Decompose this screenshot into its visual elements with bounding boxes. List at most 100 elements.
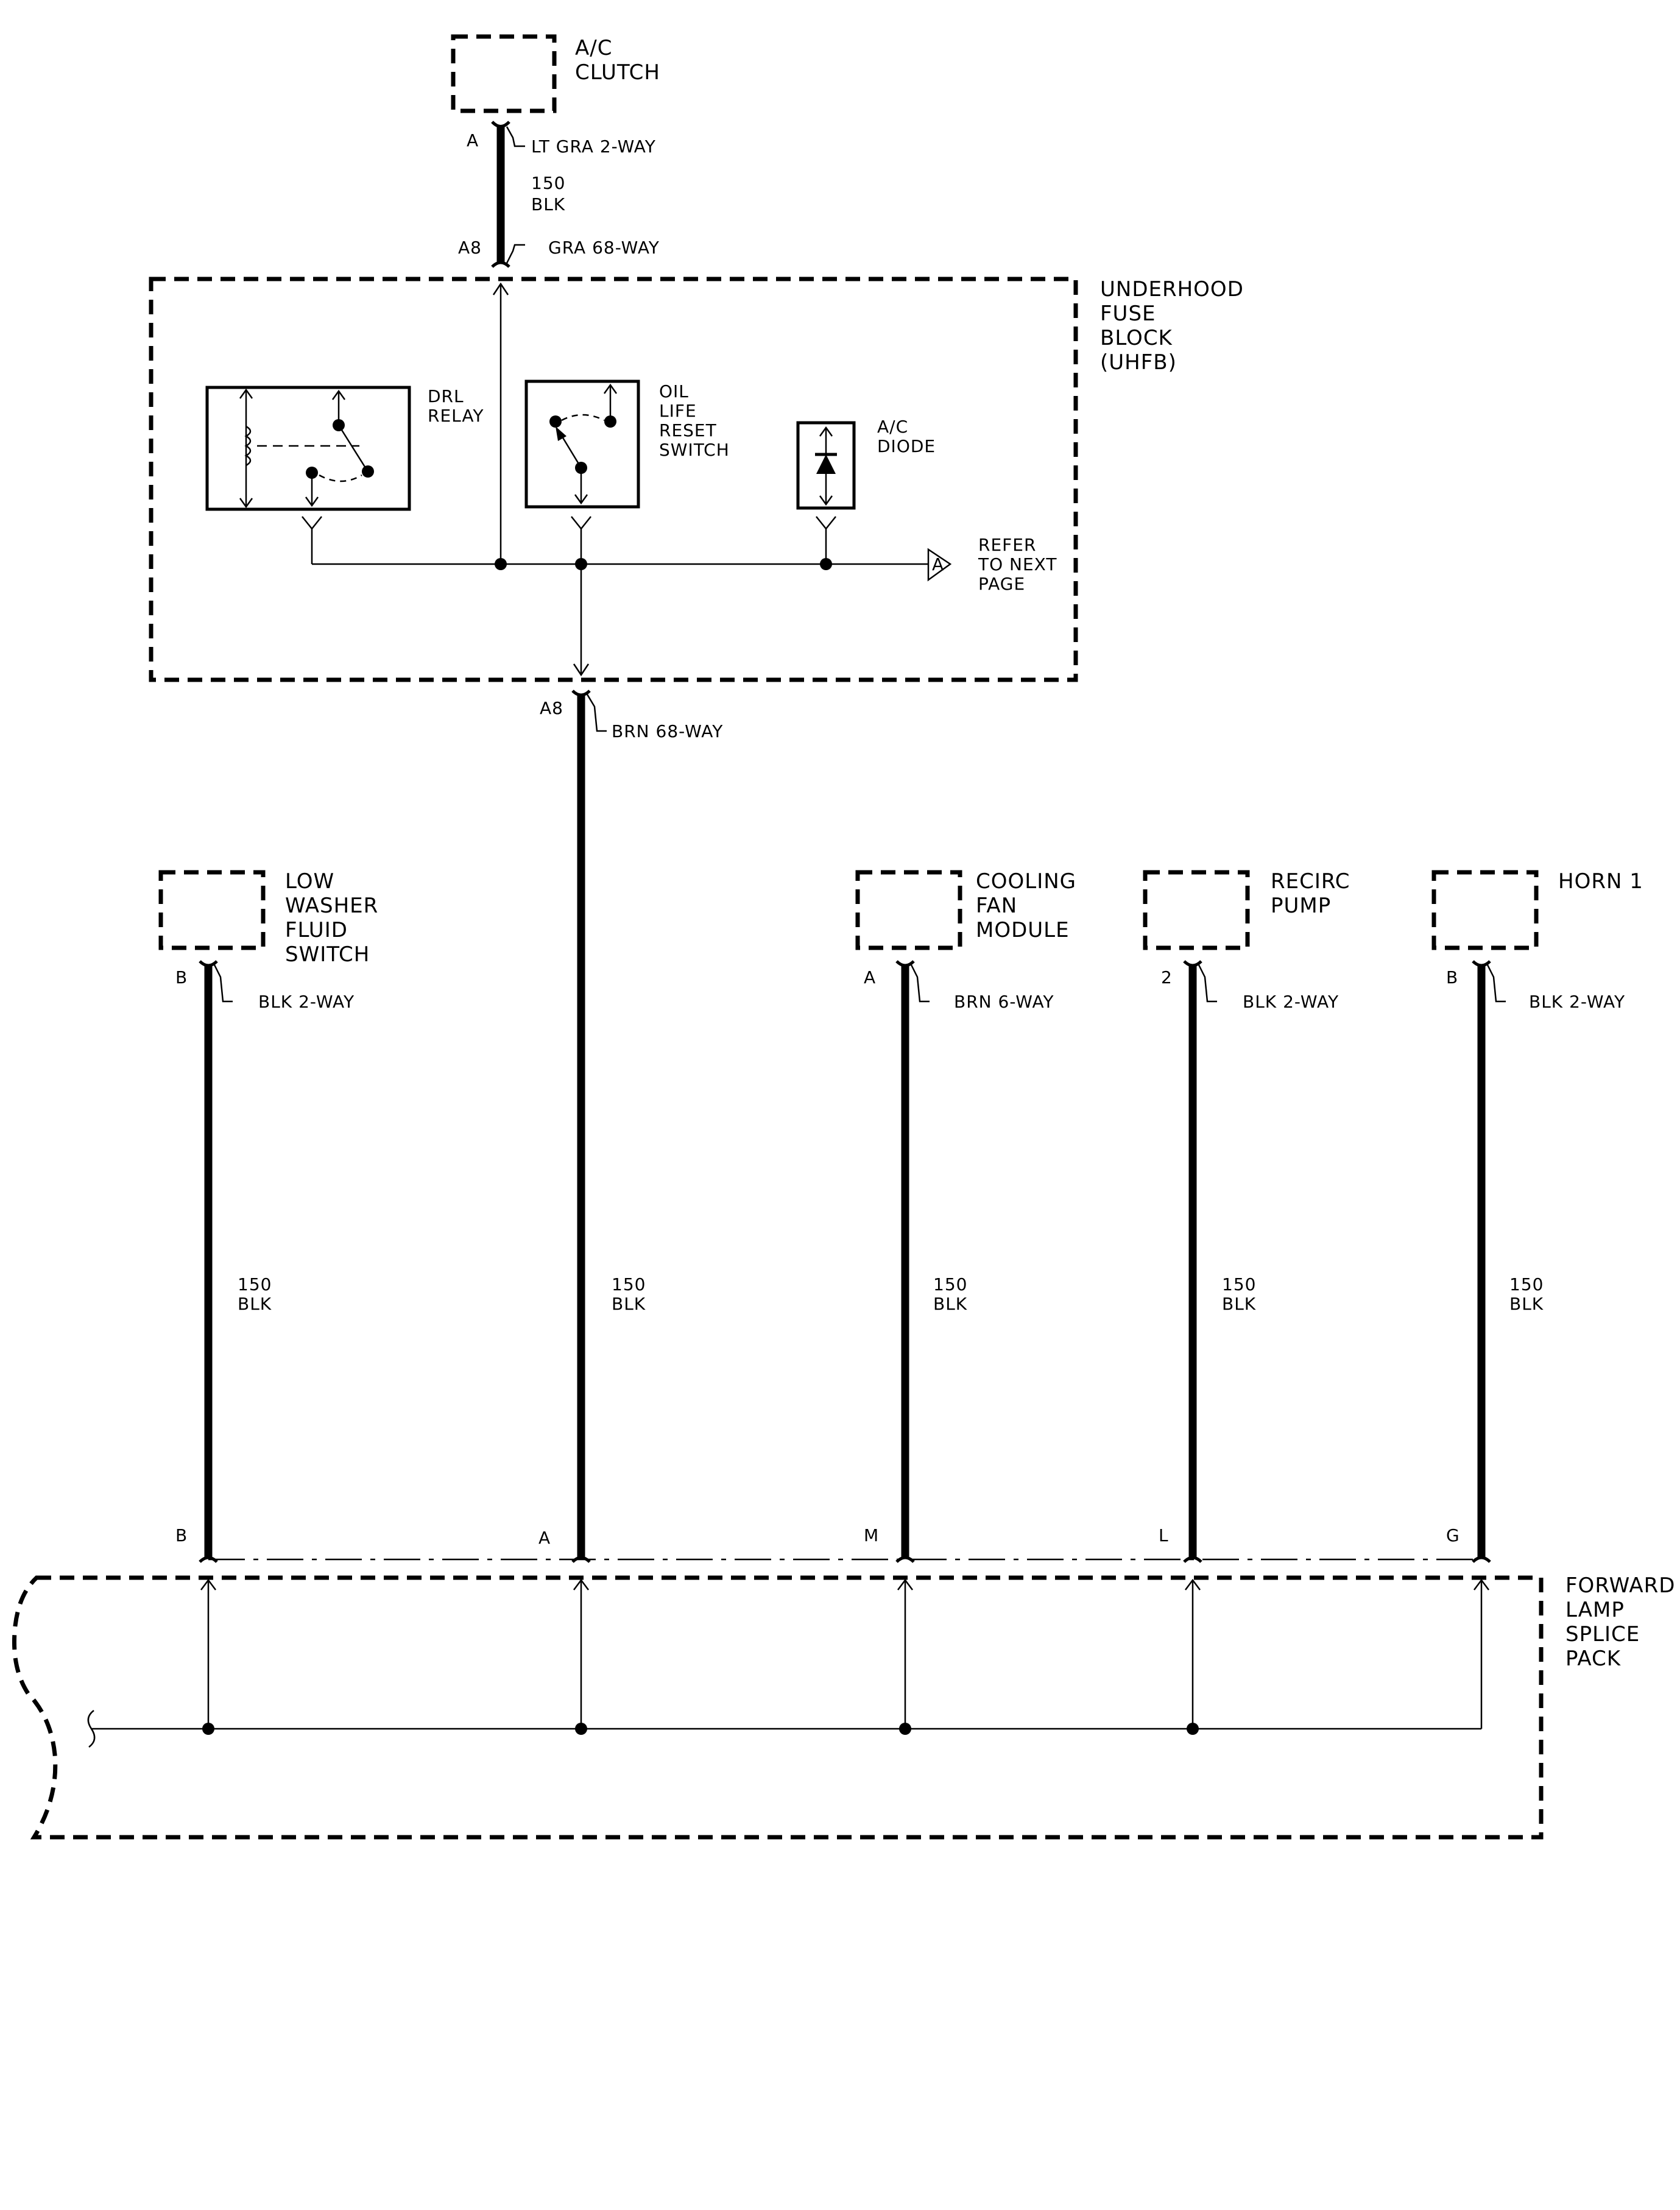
uhfb-box [149, 277, 1078, 682]
ac-diode-arrow-top [819, 426, 833, 437]
drl-relay-arc [319, 474, 362, 482]
horn-1: HORN 1 B BLK 2-WAY 150 BLK [1431, 869, 1643, 1557]
uhfb-bottom-arrow [573, 663, 590, 677]
splice-pack-connector: B A M L G [175, 1525, 1491, 1563]
ac-diode-label-2: DIODE [877, 436, 936, 456]
uhfb-top-pin: A8 [458, 238, 482, 258]
uhfb-bus [302, 516, 928, 677]
drl-relay-box [205, 386, 411, 511]
washer-connector-symbol [199, 960, 218, 967]
splice-pin-1: B [175, 1525, 188, 1545]
uhfb-wire-circuit: 150 [612, 1274, 646, 1294]
splice-pin-2: A [538, 1528, 551, 1548]
horn-connector-symbol [1472, 960, 1491, 967]
splice-dot-1 [202, 1723, 214, 1735]
refer-arrow [927, 548, 952, 582]
oil-switch-arc [561, 414, 605, 422]
uhfb-bottom-pin: A8 [540, 698, 563, 718]
oil-life-reset-switch: OIL LIFE RESET SWITCH [524, 380, 730, 509]
splice-arrow-3 [897, 1578, 913, 1590]
refer-label-3: PAGE [978, 574, 1025, 594]
oil-switch-label-3: RESET [659, 420, 717, 440]
horn-wire-circuit: 150 [1509, 1274, 1544, 1294]
recirc-box [1143, 870, 1250, 950]
forward-lamp-splice-pack: FORWARD LAMP SPLICE PACK [12, 1573, 1675, 1840]
washer-label-1: LOW [285, 869, 334, 894]
splice-pack-label-2: LAMP [1565, 1598, 1625, 1622]
splice-arrow-1 [200, 1578, 216, 1590]
recirc-connector-name: BLK 2-WAY [1243, 992, 1339, 1012]
uhfb-top-connector-leader [506, 244, 525, 264]
splice-dot-4 [1187, 1723, 1199, 1735]
washer-box [158, 870, 266, 950]
ac-clutch-wire-group: A LT GRA 2-WAY 150 BLK A8 GRA 68-WAY [458, 121, 660, 268]
bus-splice-1 [495, 558, 507, 570]
splice-pin-5: G [1446, 1525, 1460, 1545]
uhfb-top-connector-name: GRA 68-WAY [548, 238, 660, 258]
uhfb-label-1: UNDERHOOD [1100, 277, 1244, 302]
horn-wire-color: BLK [1509, 1294, 1544, 1314]
oil-switch-label-2: LIFE [659, 401, 697, 421]
ac-diode: A/C DIODE [796, 417, 936, 510]
uhfb-top-connector-symbol [491, 261, 510, 268]
ac-clutch-connector-leader [506, 126, 525, 147]
drl-relay-blade [337, 425, 367, 468]
drl-relay-contact-arrow [331, 389, 346, 400]
uhfb-bottom-connector-symbol [571, 690, 591, 697]
recirc-wire-circuit: 150 [1222, 1274, 1256, 1294]
bus-splice-3 [820, 558, 832, 570]
ac-diode-terminal [816, 516, 836, 564]
recirc-connector-leader [1198, 964, 1217, 1003]
fan-connector-name: BRN 6-WAY [954, 992, 1054, 1012]
splice-arrow-4 [1185, 1578, 1201, 1590]
drl-relay-terminal [302, 516, 322, 564]
fan-label-3: MODULE [976, 918, 1070, 942]
fan-wire-color: BLK [933, 1294, 967, 1314]
underhood-fuse-block: UNDERHOOD FUSE BLOCK (UHFB) DRL RELAY [149, 277, 1244, 682]
splice-pin-4: L [1159, 1525, 1169, 1545]
fan-box [855, 870, 962, 950]
recirc-connector-symbol [1183, 960, 1202, 967]
oil-switch-contact-2 [549, 415, 562, 428]
oil-switch-label-4: SWITCH [659, 440, 730, 460]
splice-dot-3 [899, 1723, 911, 1735]
ac-clutch-component: A/C CLUTCH [451, 34, 660, 113]
washer-connector-name: BLK 2-WAY [258, 992, 355, 1012]
low-washer-fluid-switch: LOW WASHER FLUID SWITCH B BLK 2-WAY 150 … [158, 869, 378, 1557]
washer-label-4: SWITCH [285, 942, 370, 967]
splice-connector-symbol-5 [1472, 1556, 1491, 1563]
splice-connector-symbol-4 [1183, 1556, 1202, 1563]
drl-relay-contact-2 [362, 465, 374, 478]
splice-connector-symbol-1 [199, 1556, 218, 1563]
drl-relay-coil-arrow-top [239, 388, 253, 399]
fan-label-2: FAN [976, 894, 1017, 918]
recirc-pin: 2 [1161, 967, 1173, 987]
splice-pack-label-1: FORWARD [1565, 1573, 1675, 1598]
washer-wire-circuit: 150 [238, 1274, 272, 1294]
splice-pin-3: M [864, 1525, 879, 1545]
splice-connector-symbol-2 [571, 1556, 591, 1563]
oil-switch-contact-1 [604, 415, 616, 428]
uhfb-label-4: (UHFB) [1100, 350, 1177, 375]
refer-label-2: TO NEXT [978, 554, 1057, 574]
horn-pin: B [1446, 967, 1458, 987]
recirc-wire-color: BLK [1222, 1294, 1256, 1314]
horn-box [1431, 870, 1539, 950]
ac-diode-box [796, 421, 856, 510]
recirc-label-2: PUMP [1271, 894, 1331, 918]
recirc-pump: RECIRC PUMP 2 BLK 2-WAY 150 BLK [1143, 869, 1350, 1557]
splice-dot-2 [575, 1723, 587, 1735]
fan-pin: A [864, 967, 876, 987]
ac-clutch-box [451, 34, 557, 113]
drl-relay-label-1: DRL [428, 386, 464, 406]
uhfb-top-arrow [492, 282, 509, 295]
drl-relay-label-2: RELAY [428, 406, 484, 426]
horn-label-1: HORN 1 [1558, 869, 1643, 894]
washer-wire-color: BLK [238, 1294, 272, 1314]
splice-pack-label-4: PACK [1565, 1647, 1622, 1671]
uhfb-bottom-connector-name: BRN 68-WAY [612, 721, 723, 741]
washer-connector-leader [213, 964, 233, 1003]
uhfb-bottom-connector-leader [586, 694, 607, 732]
oil-switch-top-arrow [603, 383, 618, 394]
